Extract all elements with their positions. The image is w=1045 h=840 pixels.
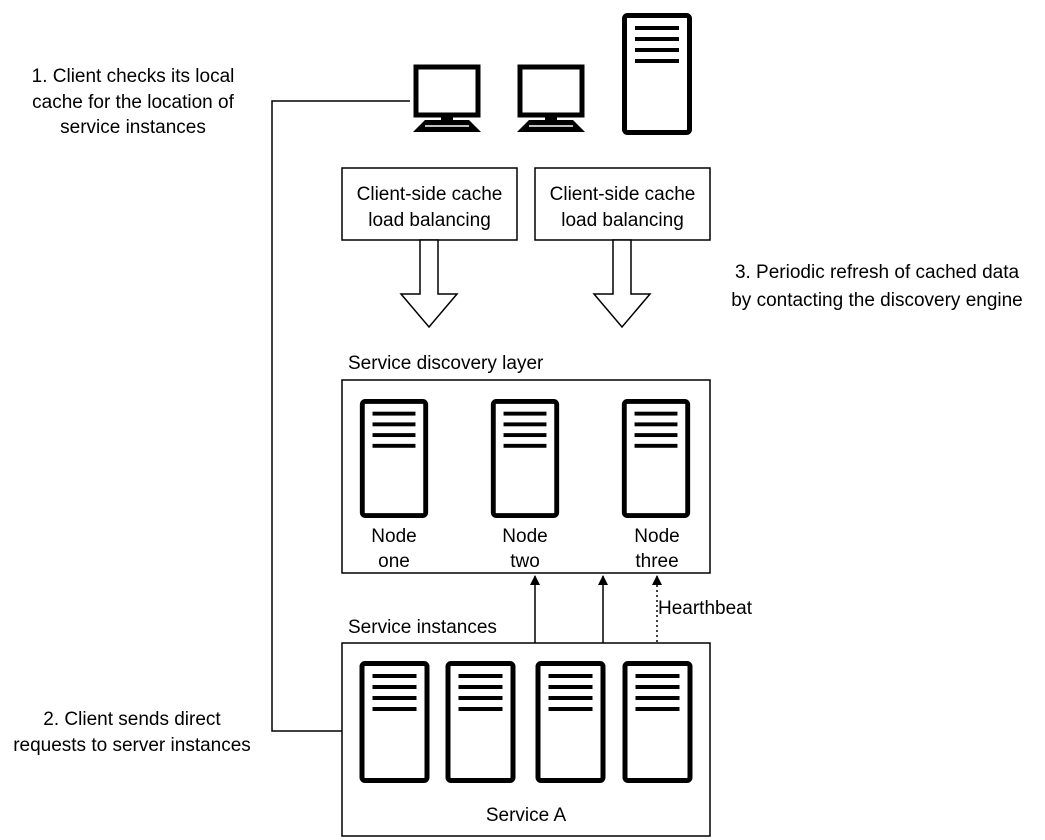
node-two-line2: two — [510, 551, 540, 572]
desktop-icon — [413, 67, 481, 132]
cache-box-left-line2: load balancing — [368, 210, 491, 231]
cache-box-right-line2: load balancing — [561, 210, 684, 231]
annotation-step3-line1: 3. Periodic refresh of cached data — [735, 262, 1020, 283]
direct-request-connector — [271, 100, 410, 736]
node-one-line2: one — [378, 551, 410, 572]
block-arrow-right — [592, 239, 652, 329]
annotation-step1-line1: 1. Client checks its local — [32, 66, 235, 87]
node-three-line2: three — [635, 551, 678, 572]
node-two-line1: Node — [502, 526, 547, 547]
node-one-line1: Node — [371, 526, 416, 547]
annotation-step3-line2: by contacting the discovery engine — [731, 290, 1023, 311]
discovery-node-three: Node three — [624, 401, 687, 572]
annotation-step1-line2: cache for the location of — [32, 92, 234, 113]
service-instances-title: Service instances — [348, 617, 497, 638]
heartbeat-label: Hearthbeat — [658, 598, 753, 619]
service-a-label: Service A — [486, 805, 567, 826]
server-icon — [538, 664, 603, 781]
annotation-step1-line3: service instances — [60, 117, 206, 138]
cache-box-left-line1: Client-side cache — [357, 184, 503, 205]
annotation-step2: 2. Client sends direct requests to serve… — [13, 709, 251, 756]
server-icon — [625, 16, 690, 133]
discovery-node-two: Node two — [493, 401, 556, 572]
annotation-step3: 3. Periodic refresh of cached data by co… — [731, 262, 1023, 311]
cache-box-right-line1: Client-side cache — [550, 184, 696, 205]
node-three-line1: Node — [634, 526, 679, 547]
discovery-layer-title: Service discovery layer — [348, 353, 544, 374]
annotation-step2-line2: requests to server instances — [13, 735, 251, 756]
annotation-step1: 1. Client checks its local cache for the… — [32, 66, 235, 138]
server-icon — [624, 401, 687, 515]
cache-box-left: Client-side cache load balancing — [341, 167, 518, 241]
server-icon — [448, 664, 513, 781]
desktop-icon — [517, 67, 585, 132]
server-icon — [362, 401, 425, 515]
discovery-node-one: Node one — [362, 401, 425, 572]
server-icon — [362, 664, 427, 781]
cache-box-right: Client-side cache load balancing — [534, 167, 711, 241]
server-icon — [625, 664, 690, 781]
annotation-step2-line1: 2. Client sends direct — [43, 709, 221, 730]
server-icon — [493, 401, 556, 515]
block-arrow-left — [399, 239, 459, 329]
